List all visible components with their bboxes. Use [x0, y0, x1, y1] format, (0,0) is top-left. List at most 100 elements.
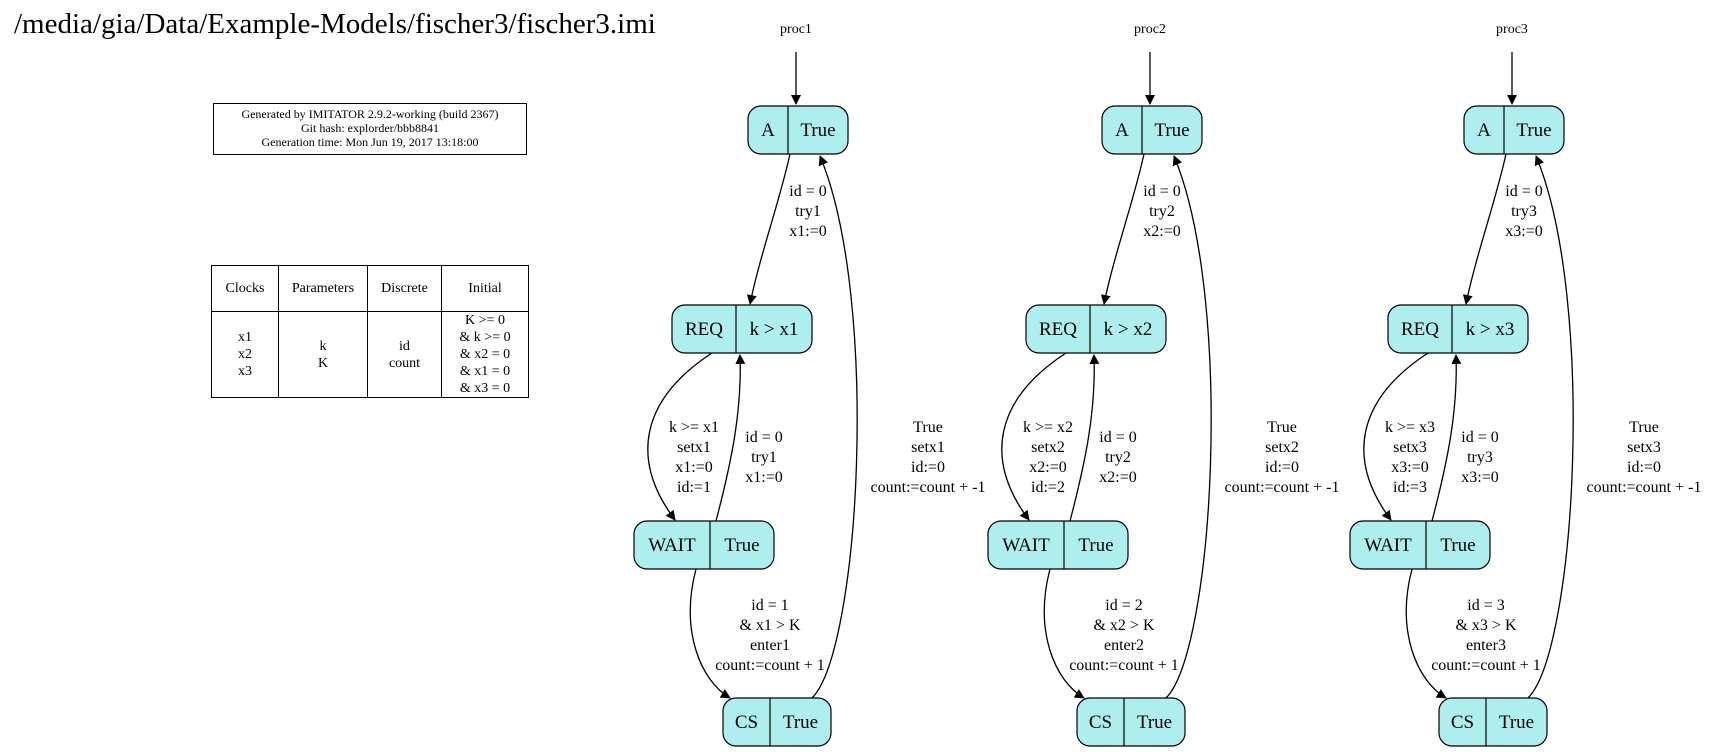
initial-header: Initial — [441, 265, 529, 312]
edge-label-req-to-wait: id:=3 — [1393, 479, 1427, 496]
state-name: REQ — [685, 319, 723, 340]
state-req: REQ k > x1 — [671, 304, 813, 354]
edge-label-req-to-wait: setx1 — [677, 439, 711, 456]
state-invariant: k > x2 — [1104, 319, 1153, 340]
state-name: CS — [1451, 712, 1474, 733]
parameter-item: k — [319, 338, 327, 354]
state-name: WAIT — [1002, 535, 1050, 556]
state-box — [1438, 697, 1548, 747]
edge-label-wait-to-req: x1:=0 — [745, 469, 782, 486]
edge-wait-to-req — [1431, 354, 1462, 522]
edge-label-req-to-wait: k >= x3 — [1385, 419, 1435, 436]
edge-label-wait-to-cs: & x2 > K — [1093, 617, 1154, 634]
state-box — [1463, 105, 1565, 155]
edge-label-wait-to-cs: enter3 — [1466, 637, 1506, 654]
generation-info-box: Generated by IMITATOR 2.9.2-working (bui… — [213, 103, 527, 155]
edge-label-wait-to-req: try1 — [751, 449, 777, 466]
page-title: /media/gia/Data/Example-Models/fischer3/… — [14, 8, 656, 40]
state-invariant: True — [1440, 535, 1475, 556]
process-name: proc2 — [1134, 22, 1166, 37]
state-invariant: True — [800, 120, 835, 141]
edge-req-to-wait — [1001, 352, 1067, 521]
edge-label-a-to-req: x2:=0 — [1143, 223, 1180, 240]
state-box — [1025, 304, 1167, 354]
state-invariant: True — [1499, 712, 1534, 733]
edge-label-cs-to-a: True — [913, 419, 943, 436]
generator-line: Generated by IMITATOR 2.9.2-working (bui… — [241, 107, 499, 121]
discrete-cell: id count — [367, 311, 442, 398]
edge-cs-to-a — [1165, 155, 1212, 699]
edge-label-cs-to-a: count:=count + -1 — [1587, 479, 1702, 496]
discrete-item: count — [388, 355, 421, 371]
state-name: A — [1115, 120, 1129, 141]
edge-label-cs-to-a: count:=count + -1 — [871, 479, 986, 496]
state-cs: CS True — [722, 697, 832, 747]
variables-table: Clocks Parameters Discrete Initial x1 x2… — [211, 265, 529, 398]
state-invariant: True — [724, 535, 759, 556]
edge-label-wait-to-req: id = 0 — [745, 429, 782, 446]
edge-label-cs-to-a: id:=0 — [1265, 459, 1299, 476]
edge-label-cs-to-a: setx1 — [911, 439, 945, 456]
generation-time-line: Generation time: Mon Jun 19, 2017 13:18:… — [261, 135, 479, 149]
clock-item: x2 — [238, 347, 252, 362]
parameter-item: K — [317, 355, 329, 371]
clock-item: x1 — [238, 330, 252, 345]
process-name: proc1 — [780, 22, 812, 37]
edge-label-wait-to-req: id = 0 — [1461, 429, 1498, 446]
edge-label-a-to-req: x3:=0 — [1505, 223, 1542, 240]
edge-label-cs-to-a: setx3 — [1627, 439, 1661, 456]
state-name: WAIT — [648, 535, 696, 556]
edge-label-req-to-wait: id:=2 — [1031, 479, 1065, 496]
edge-label-wait-to-req: try3 — [1467, 449, 1493, 466]
edge-req-to-wait — [1363, 352, 1429, 521]
state-invariant: True — [1516, 120, 1551, 141]
state-invariant: True — [1078, 535, 1113, 556]
edge-label-wait-to-cs: & x1 > K — [739, 617, 800, 634]
state-invariant: k > x1 — [750, 319, 799, 340]
edge-label-a-to-req: try2 — [1149, 203, 1175, 220]
parameters-cell: k K — [278, 311, 368, 398]
state-wait: WAIT True — [987, 520, 1129, 570]
edge-label-wait-to-cs: id = 3 — [1467, 597, 1504, 614]
state-box — [1101, 105, 1203, 155]
state-name: CS — [1089, 712, 1112, 733]
edge-wait-to-cs — [1405, 568, 1447, 699]
clock-item: x3 — [238, 364, 252, 379]
edge-wait-to-cs — [1043, 568, 1085, 699]
edge-label-wait-to-req: try2 — [1105, 449, 1131, 466]
edge-label-req-to-wait: setx2 — [1031, 439, 1065, 456]
initial-item: K >= 0 — [465, 313, 505, 328]
state-cs: CS True — [1438, 697, 1548, 747]
state-name: REQ — [1039, 319, 1077, 340]
edge-label-wait-to-req: x3:=0 — [1461, 469, 1498, 486]
edge-label-cs-to-a: id:=0 — [1627, 459, 1661, 476]
edge-label-req-to-wait: k >= x2 — [1023, 419, 1073, 436]
edge-label-wait-to-cs: count:=count + 1 — [1069, 657, 1179, 674]
edge-label-req-to-wait: x1:=0 — [675, 459, 712, 476]
edge-label-cs-to-a: id:=0 — [911, 459, 945, 476]
edge-cs-to-a — [1527, 155, 1574, 699]
state-box — [633, 520, 775, 570]
state-name: CS — [735, 712, 758, 733]
state-invariant: True — [783, 712, 818, 733]
edge-a-to-req — [746, 153, 791, 305]
edge-label-wait-to-cs: count:=count + 1 — [1431, 657, 1541, 674]
edge-wait-to-cs — [689, 568, 731, 699]
state-box — [1349, 520, 1491, 570]
state-box — [987, 520, 1129, 570]
edge-wait-to-req — [1069, 354, 1100, 522]
edge-a-to-req — [1462, 153, 1507, 305]
parameters-header: Parameters — [278, 265, 368, 312]
edge-label-wait-to-req: x2:=0 — [1099, 469, 1136, 486]
state-name: REQ — [1401, 319, 1439, 340]
state-box — [722, 697, 832, 747]
edge-label-a-to-req: id = 0 — [1505, 183, 1542, 200]
initial-item: & x3 = 0 — [459, 381, 511, 396]
clocks-cell: x1 x2 x3 — [211, 311, 279, 398]
